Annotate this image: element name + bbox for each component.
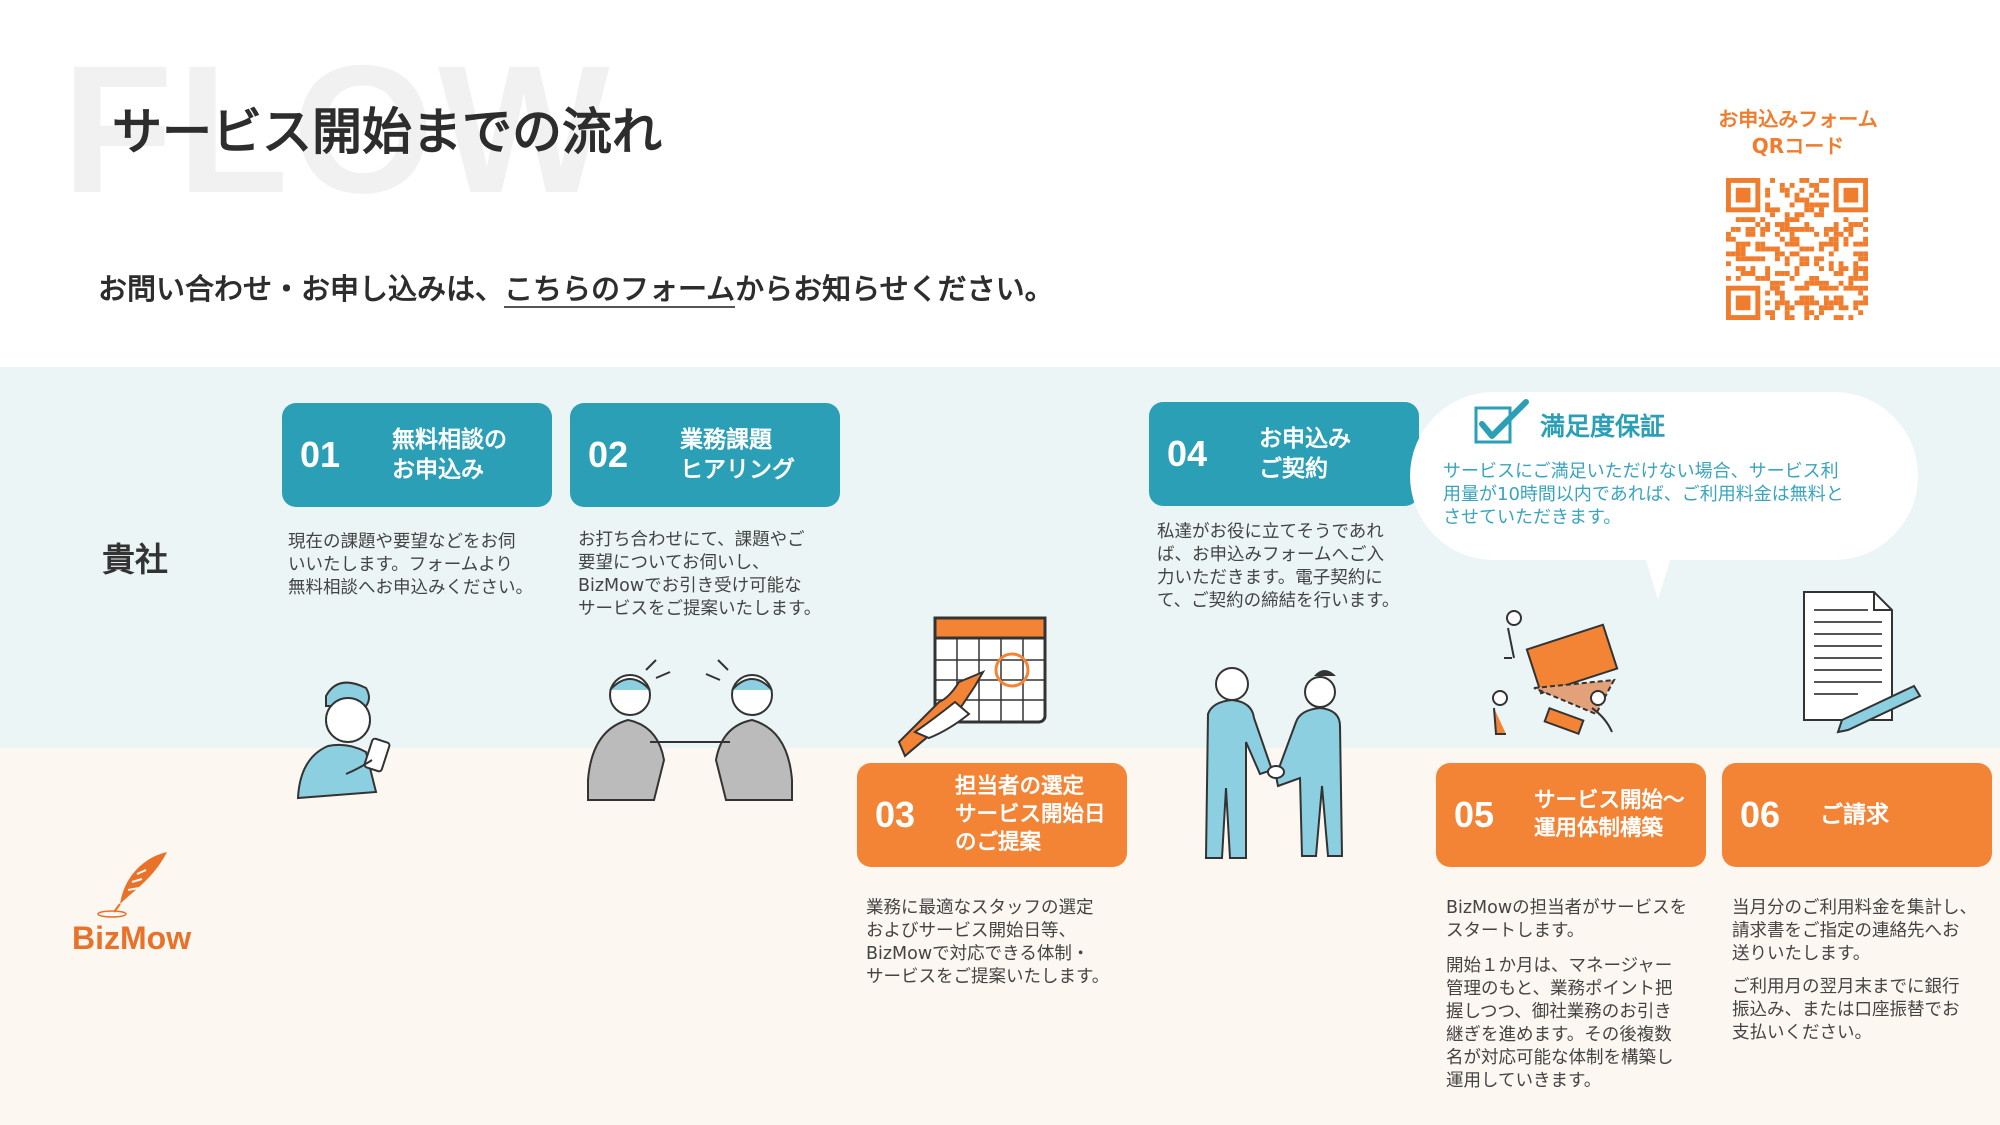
step-04-box: 04 お申込み ご契約 [1149,402,1419,506]
document-illustration [1803,591,1922,734]
step-title: 担当者の選定 サービス開始日 のご提案 [955,774,1106,855]
step-05-description-1: BizMowの担当者がサービスを スタートします。 [1446,898,1688,941]
client-row-label: 貴社 [102,540,168,579]
step-06-description-2: ご利用月の翌月末までに銀行 振込み、または口座振替でお 支払いください。 [1732,977,1960,1043]
step-05-box: 05 サービス開始～ 運用体制構築 [1436,763,1706,867]
person-phone-illustration [296,681,391,800]
step-04-description: 私達がお役に立てそうであれ ば、お申込みフォームへご入 力いただきます。電子契約… [1157,522,1400,611]
step-06-box: 06 ご請求 [1722,763,1992,867]
step-number: 01 [300,434,341,475]
page-title: サービス開始までの流れ [112,103,662,161]
step-06-description-1: 当月分のご利用料金を集計し、 請求書をご指定の連絡先へお 送りいたします。 [1732,898,1977,964]
step-05-description-2: 開始１か月は、マネージャー 管理のもと、業務ポイント把 握しつつ、御社業務のお引… [1446,956,1674,1091]
step-title: お申込み ご契約 [1259,426,1351,482]
step-number: 04 [1167,433,1208,474]
qr-code-icon[interactable] [1726,178,1868,320]
guarantee-bubble-tail [1640,540,1676,600]
calendar-illustration [897,616,1047,758]
quill-logo-icon [97,852,167,918]
step-number: 03 [875,794,916,835]
step-title: 無料相談の お申込み [392,427,507,483]
brand-logo-text: BizMow [72,920,192,956]
subtitle-text-after: からお知らせください。 [735,272,1054,306]
guarantee-title: 満足度保証 [1540,412,1666,441]
step-title: ご請求 [1820,802,1889,828]
step-03-description: 業務に最適なスタッフの選定 およびサービス開始日等、 BizMowで対応できる体… [866,898,1110,987]
step-number: 02 [588,434,629,475]
qr-label-line2: QRコード [1751,134,1845,158]
step-title: 業務課題 ヒアリング [680,427,795,483]
step-number: 05 [1454,794,1495,835]
checkbox-check-icon [1474,399,1529,444]
handshake-illustration [1204,667,1344,859]
step-02-description: お打ち合わせにて、課題やご 要望についてお伺いし、 BizMowでお引き受け可能… [578,530,822,619]
contact-subtitle: お問い合わせ・お申し込みは、こちらのフォームからお知らせください。 [98,266,1054,308]
step-03-box: 03 担当者の選定 サービス開始日 のご提案 [857,763,1127,867]
step-01-description: 現在の課題や要望などをお伺 いいたします。フォームより 無料相談へお申込みくださ… [288,532,533,598]
qr-label-line1: お申込みフォーム [1718,107,1878,131]
subtitle-text-before: お問い合わせ・お申し込みは、 [98,272,505,306]
step-title: サービス開始～ 運用体制構築 [1534,788,1685,841]
team-building-illustration [1492,610,1619,736]
guarantee-text: サービスにご満足いただけない場合、サービス利 用量が10時間以内であれば、ご利用… [1443,461,1844,528]
meeting-illustration [587,659,793,801]
step-number: 06 [1740,794,1781,835]
step-01-box: 01 無料相談の お申込み [282,403,552,507]
qr-label: お申込みフォーム QRコード [1688,106,1908,160]
guarantee-bubble [1410,392,1918,560]
step-02-box: 02 業務課題 ヒアリング [570,403,840,507]
background-flow-word: FLOW [62,27,614,231]
form-link[interactable]: こちらのフォーム [504,272,736,308]
